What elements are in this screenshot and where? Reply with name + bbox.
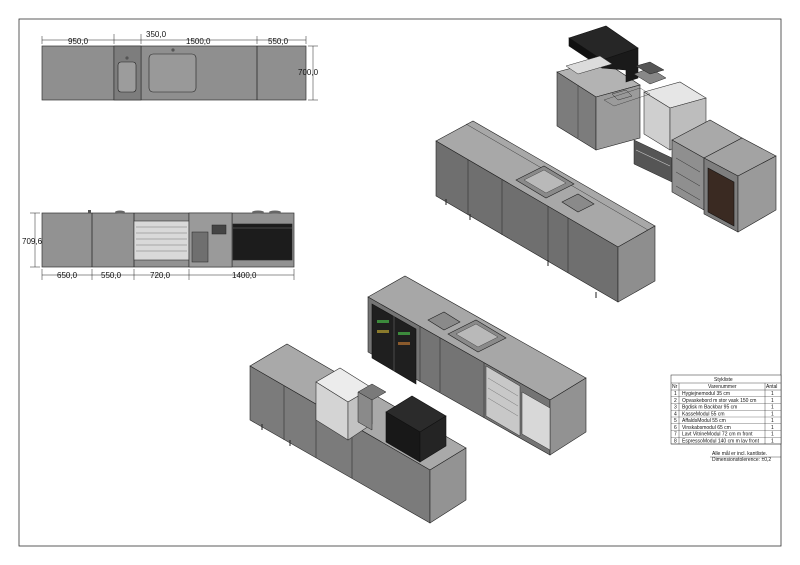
bom-header-nr: Nr <box>672 384 678 390</box>
bom-row-nr: 8 <box>674 438 677 444</box>
bom-table: Stykliste Nr Varenummer Antal 1 Hygiejnem… <box>670 374 782 463</box>
bom-header-qty: Antal <box>766 384 777 390</box>
bom-row-nr: 5 <box>674 418 677 424</box>
front-view: 650,0 550,0 720,0 1400,0 709,6 <box>22 210 295 280</box>
bom-note-line2: Dimensionstolerence: ±0,2 <box>712 457 771 463</box>
bom-row-name: EspressoModul 140 cm m lav front <box>682 438 760 444</box>
dim-top-350: 350,0 <box>146 30 167 39</box>
bom-row-name: Opvaskebord m stor vask 150 cm <box>682 398 756 404</box>
bom-row-qty: 1 <box>771 398 774 404</box>
espresso-front <box>232 223 293 261</box>
bom-row-nr: 2 <box>674 398 677 404</box>
bom-row-nr: 6 <box>674 425 677 431</box>
bom-row-name: Hygiejnemodul 35 cm <box>682 391 730 397</box>
bom-row-nr: 3 <box>674 405 677 411</box>
bom-row-qty: 1 <box>771 391 774 397</box>
dim-side-700: 700,0 <box>298 68 319 77</box>
bom-row-name: Bgdisk m Backbar 95 cm <box>682 405 737 411</box>
bom-row-qty: 1 <box>771 438 774 444</box>
bom-row-qty: 1 <box>771 432 774 438</box>
bom-row-nr: 1 <box>674 391 677 397</box>
bom-row-qty: 1 <box>771 425 774 431</box>
bom-row-name: KasseModul 55 cm <box>682 411 725 417</box>
dim-bottom-650: 650,0 <box>57 271 78 280</box>
bom-row-nr: 4 <box>674 411 677 417</box>
top-view: 950,0 350,0 1500,0 550,0 700,0 <box>41 30 319 101</box>
bom-header-name: Varenummer <box>708 384 737 390</box>
bom-row-qty: 1 <box>771 411 774 417</box>
iso-view-wine-dishwasher <box>367 275 587 456</box>
dim-bottom-720: 720,0 <box>150 271 171 280</box>
iso-view-espresso-front <box>249 343 467 524</box>
bom-note-line1: Alle mål er incl. kantliste. <box>712 450 767 457</box>
vitrine-front <box>133 220 190 261</box>
dim-top-1500: 1500,0 <box>186 37 211 46</box>
iso-view-espresso-cashier <box>556 25 777 233</box>
iso-view-sink-counter <box>435 120 656 303</box>
dim-top-950: 950,0 <box>68 37 89 46</box>
dim-bottom-550: 550,0 <box>101 271 122 280</box>
bom-row-nr: 7 <box>674 432 677 438</box>
bom-row-name: Lavt VitrineModul 72 cm m front <box>682 432 753 438</box>
dim-side-709: 709,6 <box>22 237 43 246</box>
bom-row-qty: 1 <box>771 405 774 411</box>
bom-row-name: AffaldsModul 55 cm <box>682 418 726 424</box>
bom-row-name: Vinskabsmodul 65 cm <box>682 425 731 431</box>
bom-row-qty: 1 <box>771 418 774 424</box>
drawing-frame <box>18 18 782 547</box>
small-sink-top <box>117 61 137 93</box>
dim-top-550: 550,0 <box>268 37 289 46</box>
bom-title: Stykliste <box>714 377 733 383</box>
dim-bottom-1400: 1400,0 <box>232 271 257 280</box>
large-sink-top <box>148 53 197 93</box>
